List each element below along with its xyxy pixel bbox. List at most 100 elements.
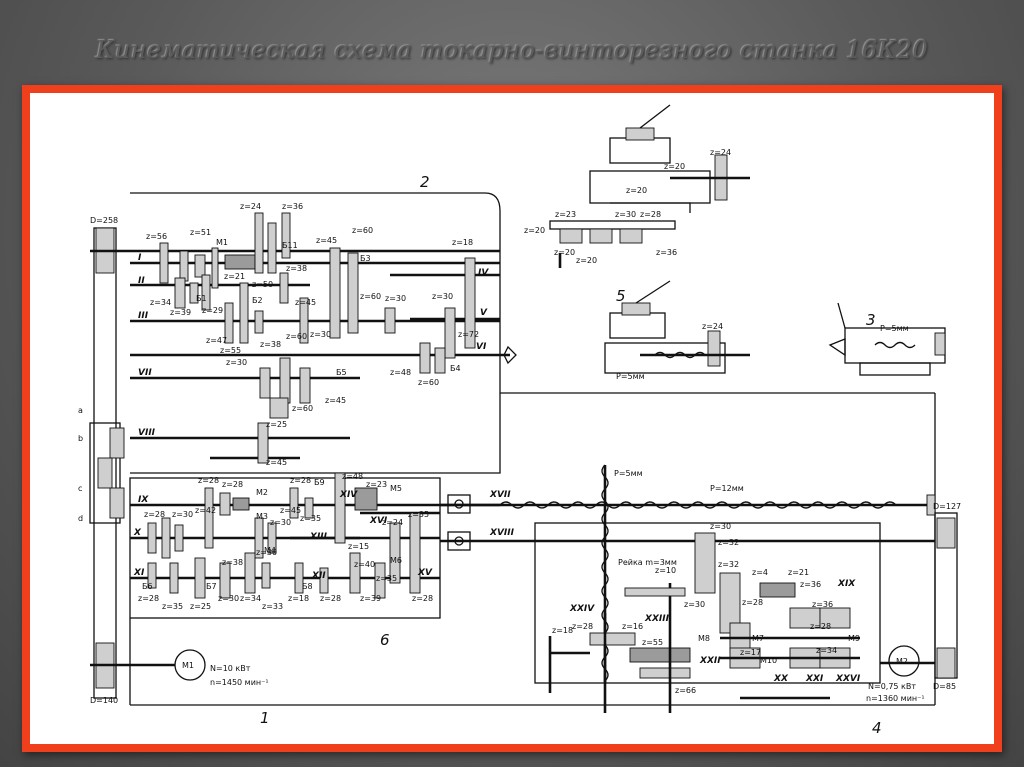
svg-text:z=48: z=48 [390, 368, 411, 377]
svg-text:II: II [138, 276, 145, 286]
svg-text:z=35: z=35 [376, 574, 397, 583]
svg-text:z=38: z=38 [222, 558, 243, 567]
apron-housing [534, 522, 881, 684]
svg-text:z=45: z=45 [266, 458, 287, 467]
svg-text:z=30: z=30 [226, 358, 247, 367]
svg-text:z=36: z=36 [800, 580, 821, 589]
svg-text:z=34: z=34 [240, 594, 261, 603]
svg-text:z=23: z=23 [555, 210, 576, 219]
shaft-labels: I II III IV V VI VII VIII IX X XI XII XI… [133, 253, 861, 684]
pulley-labels: D=258 D=140 D=127 D=85 [90, 216, 961, 705]
svg-text:M6: M6 [390, 556, 402, 565]
svg-text:XVIII: XVIII [489, 528, 515, 538]
svg-text:Б8: Б8 [302, 582, 313, 591]
svg-text:c: c [78, 484, 82, 493]
svg-text:D=85: D=85 [933, 682, 956, 691]
tailstock [828, 302, 946, 376]
overrunning-couplings [447, 494, 471, 551]
svg-text:z=50: z=50 [252, 280, 273, 289]
svg-text:z=24: z=24 [710, 148, 731, 157]
headstock-housing [130, 192, 501, 474]
svg-text:z=33: z=33 [262, 602, 283, 611]
svg-text:Б2: Б2 [252, 296, 263, 305]
slide-title: Кинематическая схема токарно-винторезног… [95, 36, 929, 64]
svg-text:N=0,75 кВт: N=0,75 кВт [868, 682, 916, 691]
coupling-labels: M1 M2 M3 M4 M5 M6 M7 M8 M9 M10 [216, 238, 860, 665]
svg-text:z=20: z=20 [626, 186, 647, 195]
svg-text:3: 3 [866, 311, 876, 329]
svg-text:z=45: z=45 [280, 506, 301, 515]
svg-text:Б4: Б4 [450, 364, 461, 373]
svg-text:z=28: z=28 [810, 622, 831, 631]
svg-text:Б11: Б11 [282, 241, 298, 250]
svg-text:XV: XV [417, 568, 433, 578]
svg-text:z=28: z=28 [138, 594, 159, 603]
guitar-letters: a b c d [78, 406, 83, 523]
svg-text:z=28: z=28 [412, 594, 433, 603]
svg-text:z=72: z=72 [458, 330, 479, 339]
svg-text:VII: VII [138, 368, 152, 378]
svg-text:z=28: z=28 [290, 476, 311, 485]
svg-text:z=66: z=66 [675, 686, 696, 695]
svg-text:z=45: z=45 [316, 236, 337, 245]
svg-text:z=56: z=56 [146, 232, 167, 241]
svg-text:z=15: z=15 [348, 542, 369, 551]
svg-text:z=60: z=60 [352, 226, 373, 235]
svg-text:z=35: z=35 [162, 602, 183, 611]
svg-text:M8: M8 [698, 634, 710, 643]
svg-text:z=20: z=20 [524, 226, 545, 235]
svg-text:Б7: Б7 [206, 582, 217, 591]
svg-text:XXI: XXI [805, 674, 824, 684]
svg-text:z=32: z=32 [718, 538, 739, 547]
svg-text:P=5мм: P=5мм [614, 469, 643, 478]
svg-text:z=30: z=30 [710, 522, 731, 531]
compound-rest [549, 104, 750, 268]
svg-text:z=18: z=18 [288, 594, 309, 603]
svg-text:z=18: z=18 [552, 626, 573, 635]
svg-text:Рейка m=3мм: Рейка m=3мм [618, 558, 677, 567]
svg-text:z=48: z=48 [342, 472, 363, 481]
svg-text:z=36: z=36 [812, 600, 833, 609]
svg-text:z=30: z=30 [172, 510, 193, 519]
svg-text:z=28: z=28 [222, 480, 243, 489]
svg-text:VIII: VIII [138, 428, 156, 438]
svg-text:z=45: z=45 [325, 396, 346, 405]
svg-text:z=32: z=32 [718, 560, 739, 569]
svg-text:M2: M2 [896, 657, 908, 666]
svg-text:XXIII: XXIII [644, 614, 670, 624]
svg-text:z=24: z=24 [240, 202, 261, 211]
svg-text:Б1: Б1 [196, 294, 207, 303]
svg-text:z=34: z=34 [816, 646, 837, 655]
svg-text:z=20: z=20 [576, 256, 597, 265]
svg-text:z=45: z=45 [295, 298, 316, 307]
svg-text:z=30: z=30 [432, 292, 453, 301]
motor-m1 [174, 649, 206, 681]
svg-text:VI: VI [476, 342, 487, 352]
svg-text:5: 5 [616, 287, 626, 305]
headstock-gears [159, 212, 476, 464]
gear-labels: z=56 z=51 z=24 z=36 z=34 z=39 z=21 z=50 … [138, 148, 837, 695]
svg-text:z=34: z=34 [150, 298, 171, 307]
svg-text:M3: M3 [256, 512, 268, 521]
svg-text:z=28: z=28 [320, 594, 341, 603]
svg-text:z=17: z=17 [740, 648, 761, 657]
motor-labels: M1 N=10 кВт n=1450 мин⁻¹ M2 N=0,75 кВт n… [182, 657, 925, 703]
svg-text:z=21: z=21 [788, 568, 809, 577]
svg-text:X: X [133, 528, 142, 538]
svg-text:z=60: z=60 [292, 404, 313, 413]
svg-text:z=24: z=24 [382, 518, 403, 527]
svg-text:Б6: Б6 [142, 582, 153, 591]
cross-slide [604, 280, 750, 374]
svg-text:z=38: z=38 [260, 340, 281, 349]
block-labels: Б11 Б3 Б1 Б2 Б5 Б4 Б6 Б7 Б8 Б9 [142, 241, 461, 591]
svg-text:n=1360 мин⁻¹: n=1360 мин⁻¹ [866, 694, 925, 703]
rapid-belt-drive [880, 512, 958, 679]
svg-text:M1: M1 [216, 238, 228, 247]
svg-text:Б9: Б9 [314, 478, 325, 487]
svg-text:z=24: z=24 [702, 322, 723, 331]
svg-text:z=30: z=30 [270, 518, 291, 527]
svg-text:IV: IV [478, 268, 489, 278]
svg-text:z=42: z=42 [195, 506, 216, 515]
svg-text:z=35: z=35 [300, 514, 321, 523]
svg-text:XXVI: XXVI [835, 674, 861, 684]
